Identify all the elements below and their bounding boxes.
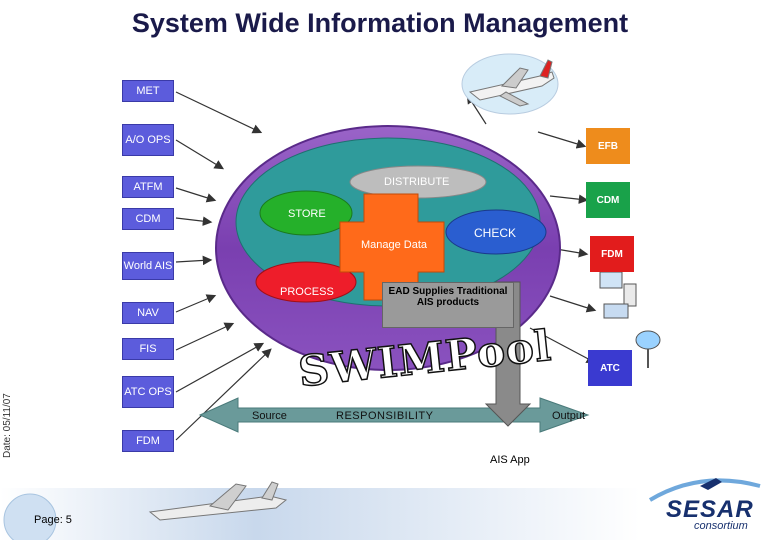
connector-arrow [175, 139, 225, 170]
left-box-atc-ops: ATC OPS [122, 376, 174, 408]
page-title: System Wide Information Management [131, 8, 629, 38]
check-shape [445, 209, 547, 255]
date-label: Date: 05/11/07 [2, 393, 13, 458]
left-box-world-ais: World AIS [122, 252, 174, 280]
sesar-logo-text: SESAR [666, 496, 754, 523]
connector-arrow [175, 187, 217, 203]
sesar-logo-icon [648, 478, 761, 502]
source-label: Source [252, 410, 287, 422]
device-icons [599, 271, 637, 319]
connector-arrow [175, 322, 235, 351]
distribute-label: DISTRIBUTE [384, 176, 450, 188]
sesar-logo: SESAR consortium [640, 474, 770, 536]
process-label: PROCESS [280, 286, 334, 298]
footer-sky-strip [0, 488, 640, 540]
right-flag-efb: EFB [586, 128, 630, 164]
sesar-logo-subtext: consortium [694, 520, 748, 532]
output-label: Output [552, 410, 586, 422]
process-shape [255, 261, 357, 303]
left-box-met: MET [122, 80, 174, 102]
store-shape [259, 190, 353, 236]
connector-arrow [175, 342, 265, 393]
manage-data-label: Manage Data [361, 239, 428, 251]
flow-arrow [198, 397, 590, 433]
footer-airplane-icon [148, 481, 288, 521]
radar-icon [635, 330, 661, 368]
left-box-ao-ops: A/O OPS [122, 124, 174, 156]
ead-box: EAD Supplies Traditional AIS products [382, 282, 514, 328]
responsibility-label: RESPONSIBILITY [336, 410, 434, 422]
left-box-nav: NAV [122, 302, 174, 324]
pda-icon [623, 283, 637, 307]
connector-arrow [175, 255, 213, 266]
laptop-icon [603, 303, 629, 319]
connector-arrow [175, 348, 272, 441]
globe-icon [3, 493, 57, 540]
right-flag-atc: ATC [588, 350, 632, 386]
right-flag-fdm: FDM [590, 236, 634, 272]
connector-arrow [549, 194, 589, 204]
check-label: CHECK [474, 226, 517, 240]
phone-icon [599, 271, 623, 289]
right-flag-cdm: CDM [586, 182, 630, 218]
left-box-cdm: CDM [122, 208, 174, 230]
connector-arrow [537, 131, 587, 149]
connector-arrow [175, 91, 263, 134]
left-connectors [175, 91, 272, 441]
left-box-atfm: ATFM [122, 176, 174, 198]
connector-arrow [175, 294, 217, 313]
store-label: STORE [288, 208, 326, 220]
connector-arrow [529, 327, 597, 364]
left-box-fis: FIS [122, 338, 174, 360]
connector-arrow [549, 295, 597, 313]
ais-app-box: AIS App [480, 440, 542, 478]
left-box-fdm: FDM [122, 430, 174, 452]
page-number: Page: 5 [34, 514, 72, 526]
airplane-icon [461, 53, 559, 115]
connector-arrow [175, 216, 213, 226]
